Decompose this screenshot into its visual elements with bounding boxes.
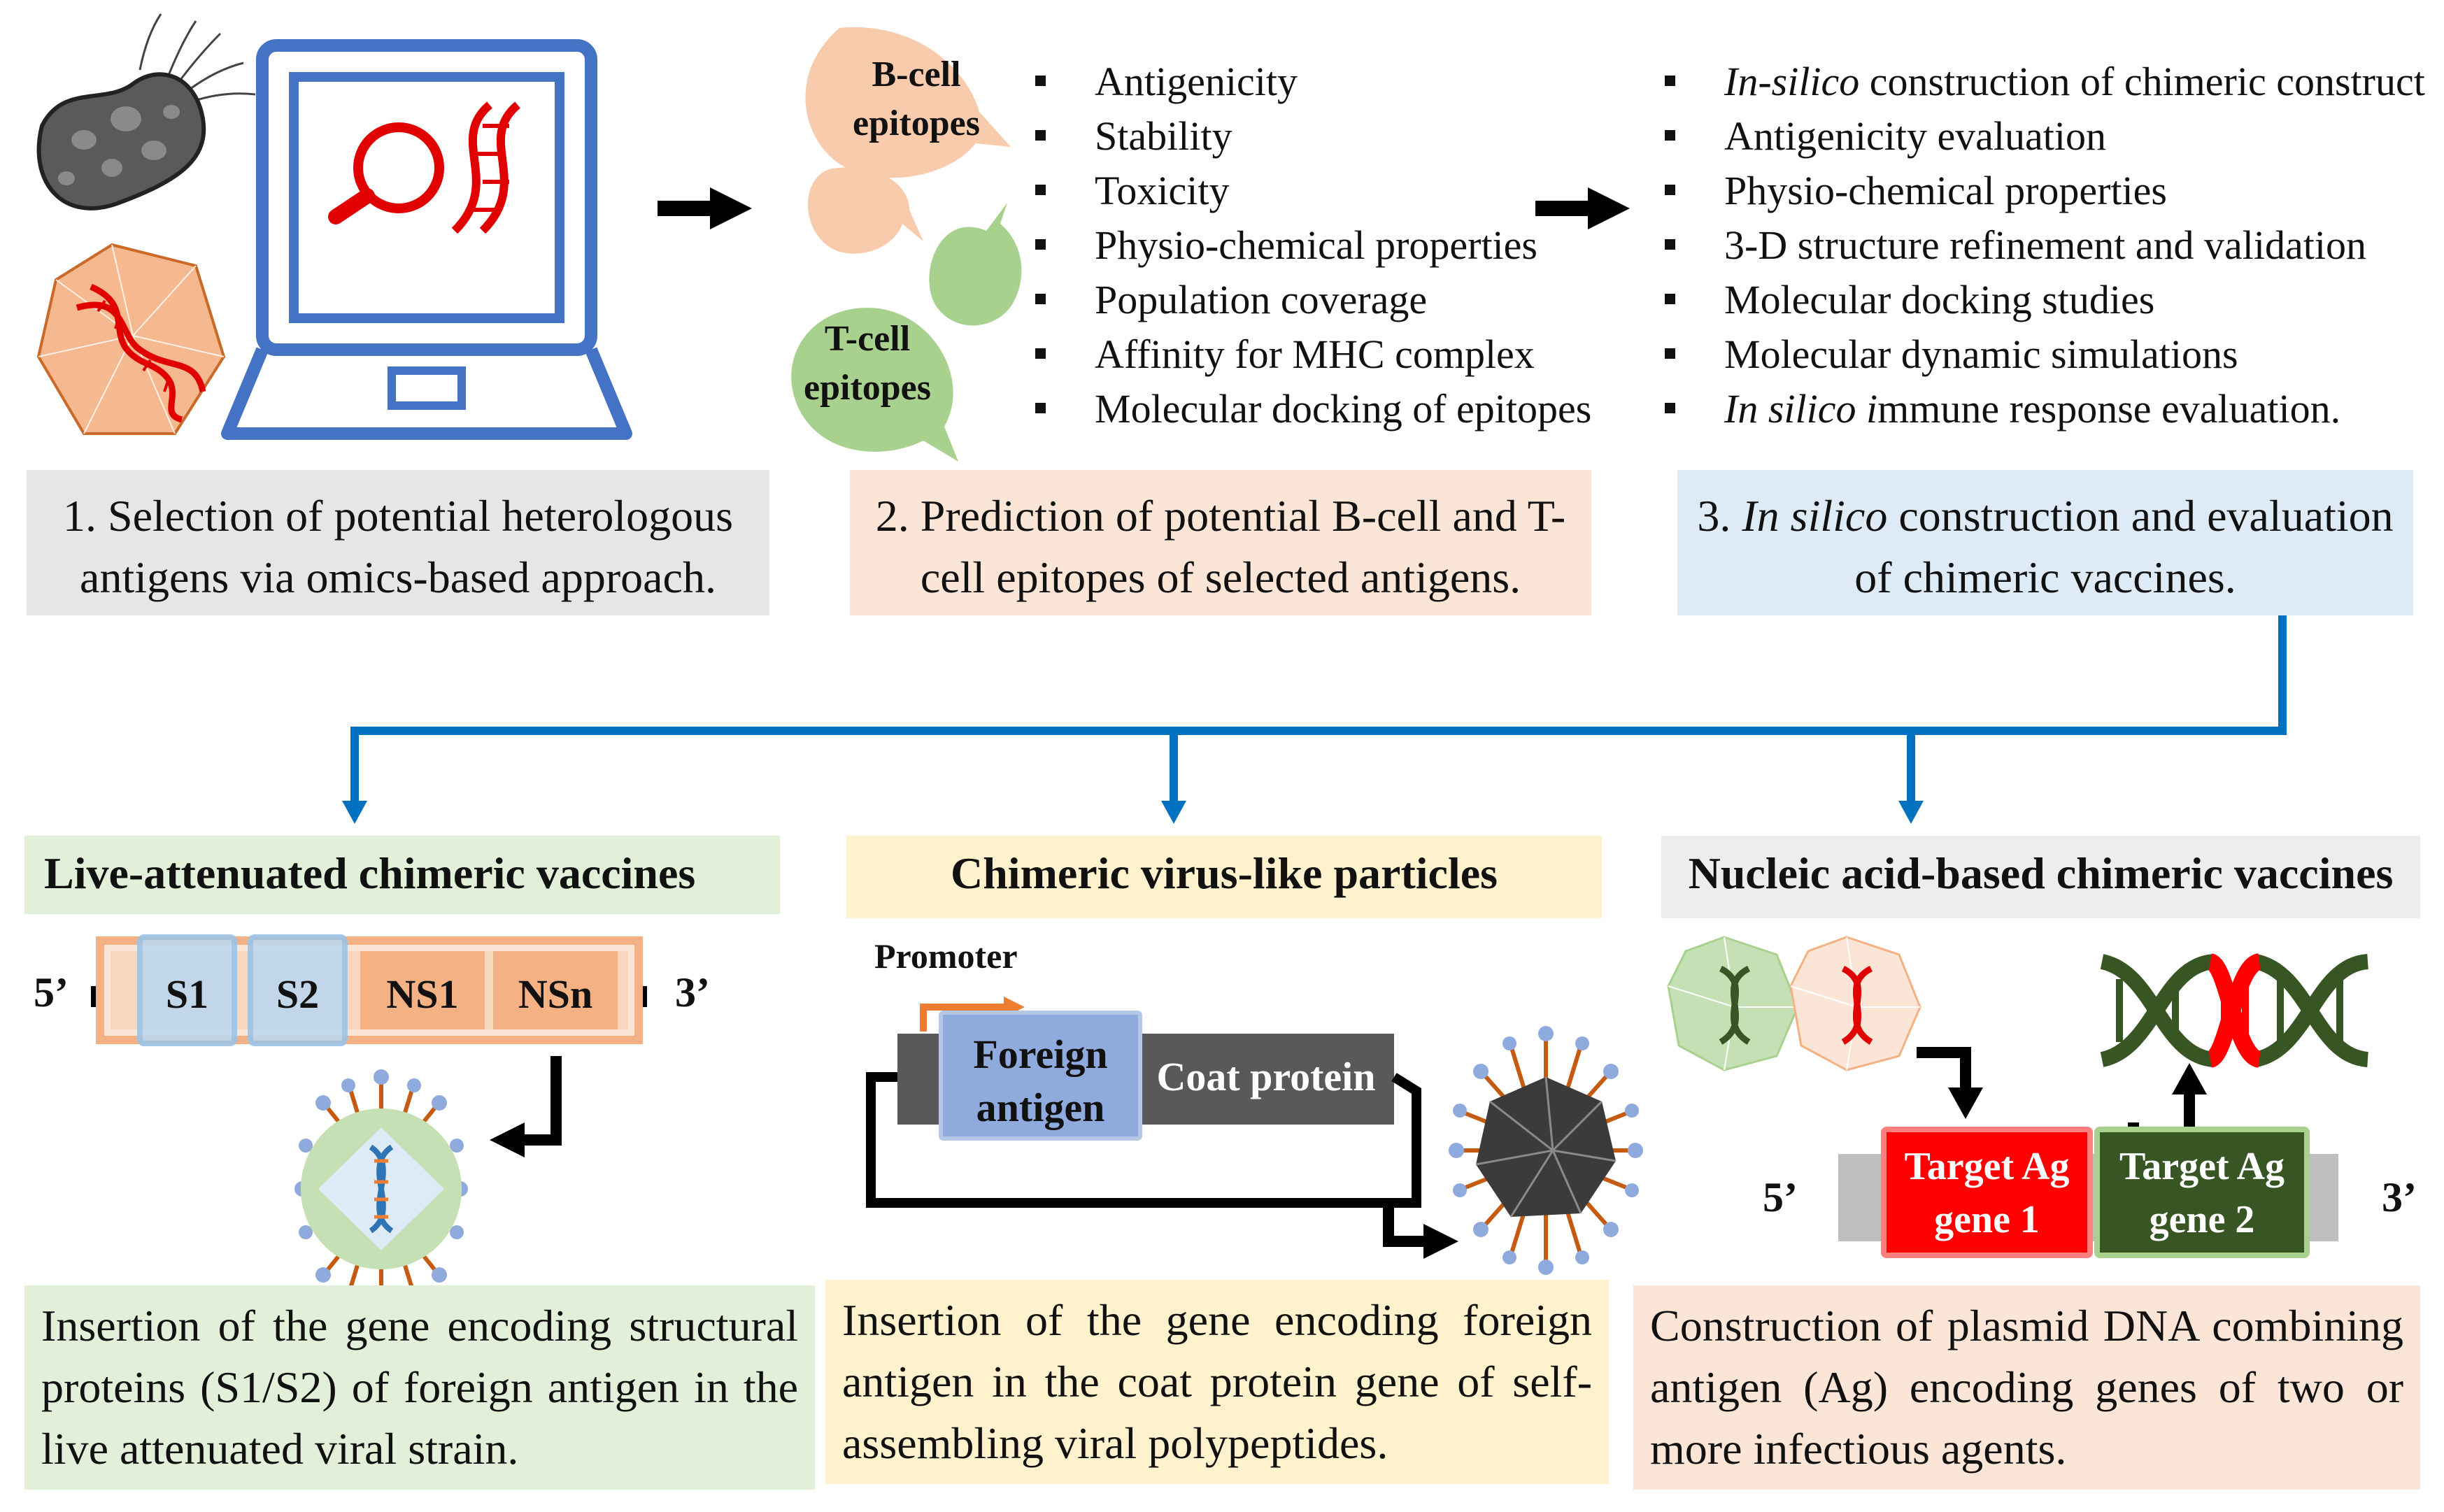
- bent-arrow-2: [1917, 1047, 1983, 1119]
- vlp-particle-icon: [1449, 1026, 1643, 1275]
- segment-nsn: NSn: [518, 971, 593, 1017]
- step1-caption: 1. Selection of potential heterologous a…: [27, 470, 769, 615]
- step3-criterion: Antigenicity evaluation: [1665, 109, 2425, 164]
- bacterium-icon: [36, 13, 256, 211]
- step2-caption: 2. Prediction of potential B-cell and T-…: [850, 470, 1591, 615]
- step3-criterion: 3-D structure refinement and validation: [1665, 218, 2425, 273]
- dna-magnifier-icon: [328, 101, 521, 234]
- step3-criterion: Molecular docking studies: [1665, 273, 2425, 327]
- step2-criterion: Molecular docking of epitopes: [1035, 382, 1591, 436]
- virus-green-icon: [1667, 936, 1799, 1071]
- live-attenuated-title: Live-attenuated chimeric vaccines: [24, 836, 780, 914]
- nucleic-five-prime: 5’: [1763, 1174, 1798, 1220]
- foreign-antigen-label: Foreign antigen: [973, 1032, 1108, 1130]
- dna-helix-large-icon: [2100, 953, 2369, 1068]
- step3-criterion: Molecular dynamic simulations: [1665, 327, 2425, 382]
- arrow-right-2: [1535, 187, 1630, 229]
- nucleic-three-prime: 3’: [2382, 1174, 2417, 1220]
- arrow-right-1: [658, 187, 752, 229]
- segment-s1: S1: [165, 971, 209, 1017]
- bcell-label: B-cell epitopes: [853, 55, 980, 143]
- virus-orange-icon: [36, 243, 226, 435]
- step3-criteria-list: In-silico construction of chimeric const…: [1665, 55, 2425, 436]
- laptop-icon: [221, 39, 632, 440]
- step3-caption: 3. In silico construction and evaluation…: [1677, 470, 2413, 615]
- coat-protein-label: Coat protein: [1156, 1054, 1376, 1099]
- gene2-label: Target Ag gene 2: [2119, 1145, 2285, 1241]
- bent-arrow-1: [490, 1056, 562, 1157]
- step2-criterion: Stability: [1035, 109, 1591, 164]
- connector-lines: [350, 615, 2287, 804]
- step3-criterion: In silico immune response evaluation.: [1665, 382, 2425, 436]
- vlp-construct: [866, 997, 1458, 1259]
- live-virus-icon: [294, 1069, 468, 1310]
- virus-pink-icon: [1789, 936, 1921, 1071]
- step1-caption-text: 1. Selection of potential heterologous a…: [63, 491, 733, 602]
- connector-arrowheads: [342, 801, 1924, 824]
- gene1-label: Target Ag gene 1: [1904, 1145, 2070, 1241]
- segment-ns1: NS1: [386, 971, 459, 1017]
- nucleic-acid-title: Nucleic acid-based chimeric vaccines: [1661, 836, 2420, 918]
- step3-criterion: Physio-chemical properties: [1665, 164, 2425, 218]
- step2-criterion: Toxicity: [1035, 164, 1591, 218]
- epitope-bubbles: [791, 27, 1022, 462]
- genome-bar: [91, 934, 647, 1046]
- step2-caption-text: 2. Prediction of potential B-cell and T-…: [875, 491, 1566, 602]
- vlp-description: Insertion of the gene encoding foreign a…: [825, 1280, 1609, 1484]
- step2-criterion: Physio-chemical properties: [1035, 218, 1591, 273]
- live-three-prime: 3’: [675, 969, 710, 1015]
- plasmid-bar: [1838, 1127, 2338, 1258]
- promoter-label: Promoter: [874, 936, 1018, 976]
- step2-criterion: Antigenicity: [1035, 55, 1591, 109]
- tcell-label: T-cell epitopes: [804, 319, 931, 408]
- segment-s2: S2: [276, 971, 320, 1017]
- vlp-title: Chimeric virus-like particles: [846, 836, 1602, 918]
- step2-criterion: Affinity for MHC complex: [1035, 327, 1591, 382]
- nucleic-acid-description: Construction of plasmid DNA combining an…: [1633, 1285, 2420, 1490]
- step3-caption-italic: In silico: [1742, 491, 1888, 541]
- live-attenuated-description: Insertion of the gene encoding structura…: [24, 1285, 815, 1490]
- step2-criterion: Population coverage: [1035, 273, 1591, 327]
- step3-criterion: In-silico construction of chimeric const…: [1665, 55, 2425, 109]
- live-five-prime: 5’: [34, 969, 69, 1015]
